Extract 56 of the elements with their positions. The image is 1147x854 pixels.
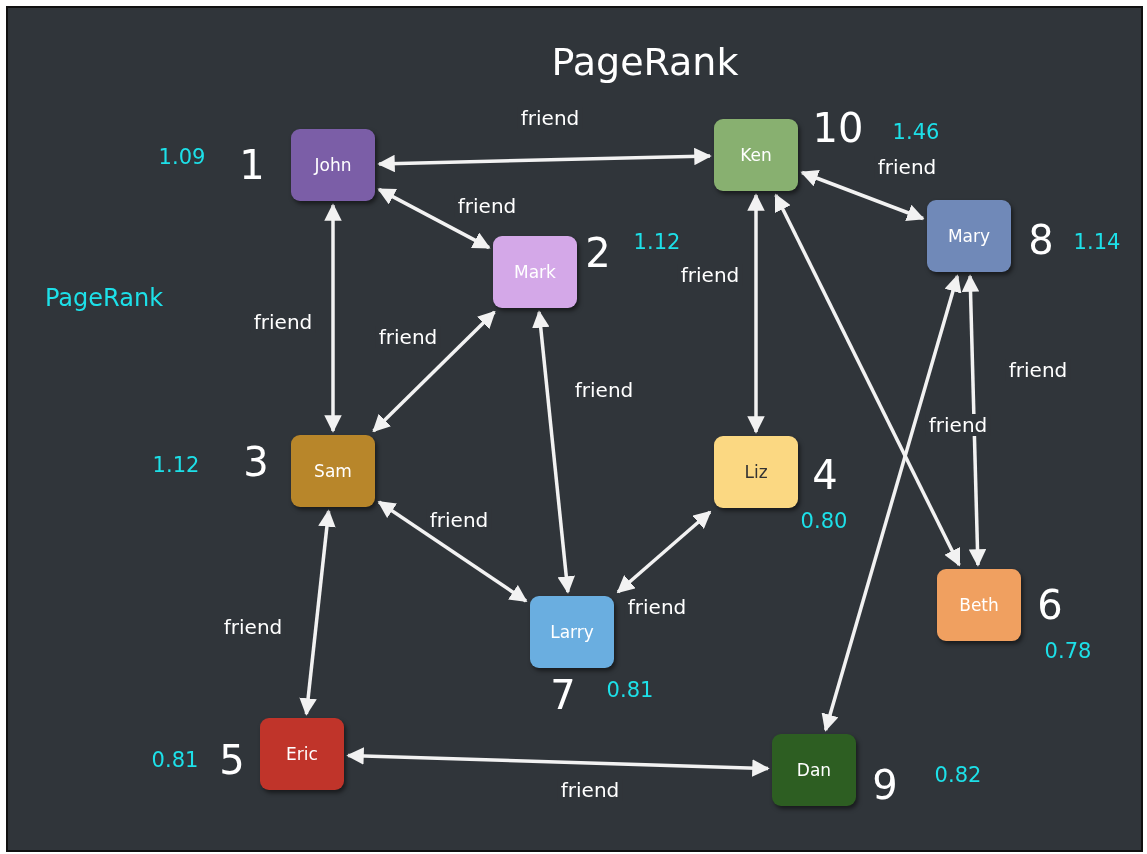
node-number: 1 <box>239 142 265 188</box>
double-arrow <box>747 193 765 434</box>
person-box <box>937 569 1021 641</box>
title: PageRank <box>551 40 739 84</box>
person-box <box>772 734 856 806</box>
pagerank-score: 0.82 <box>934 763 982 787</box>
person-box <box>927 200 1011 272</box>
person-name: Eric <box>286 744 318 764</box>
person-name: Larry <box>550 622 594 642</box>
person-box <box>714 119 798 191</box>
pagerank-score: 1.12 <box>152 453 200 477</box>
person-name: Liz <box>744 462 768 482</box>
pagerank-score: 0.81 <box>606 678 654 702</box>
pagerank-score: 1.12 <box>633 230 681 254</box>
person-name: John <box>314 155 352 175</box>
node-number: 2 <box>585 230 611 276</box>
double-arrow <box>377 500 528 603</box>
node-number: 9 <box>872 762 898 808</box>
node-number: 3 <box>243 439 269 485</box>
node-number: 5 <box>219 737 245 783</box>
pagerank-score: 0.81 <box>151 748 199 772</box>
node-number: 7 <box>550 672 576 718</box>
person-name: Dan <box>796 760 832 780</box>
double-arrow <box>377 187 491 250</box>
person-name: Beth <box>959 595 999 615</box>
pagerank-score: 0.78 <box>1044 639 1092 663</box>
double-arrow <box>821 274 962 732</box>
pagerank-score: 1.09 <box>158 145 206 169</box>
node-number: 8 <box>1028 217 1054 263</box>
node-number: 10 <box>812 105 864 151</box>
side-label: PageRank <box>44 284 164 312</box>
double-arrow <box>800 169 925 222</box>
node-number: 6 <box>1037 582 1063 628</box>
person-box <box>714 436 798 508</box>
double-arrow <box>774 193 961 567</box>
node-number: 4 <box>812 452 838 498</box>
double-arrow <box>299 509 336 716</box>
double-arrow <box>377 147 712 173</box>
double-arrow <box>372 310 496 433</box>
person-box <box>260 718 344 790</box>
double-arrow <box>532 310 575 594</box>
pagerank-score: 1.14 <box>1073 230 1121 254</box>
person-box <box>493 236 577 308</box>
pagerank-score: 0.80 <box>800 509 848 533</box>
double-arrow <box>346 747 770 777</box>
person-name: Sam <box>314 461 352 481</box>
double-arrow <box>324 203 342 433</box>
double-arrow <box>961 274 987 567</box>
person-name: Mark <box>514 262 556 282</box>
person-box <box>291 435 375 507</box>
double-arrow <box>616 510 712 594</box>
person-name: Mary <box>947 226 991 246</box>
person-box <box>530 596 614 668</box>
person-box <box>291 129 375 201</box>
pagerank-score: 1.46 <box>892 120 940 144</box>
person-name: Ken <box>740 145 772 165</box>
